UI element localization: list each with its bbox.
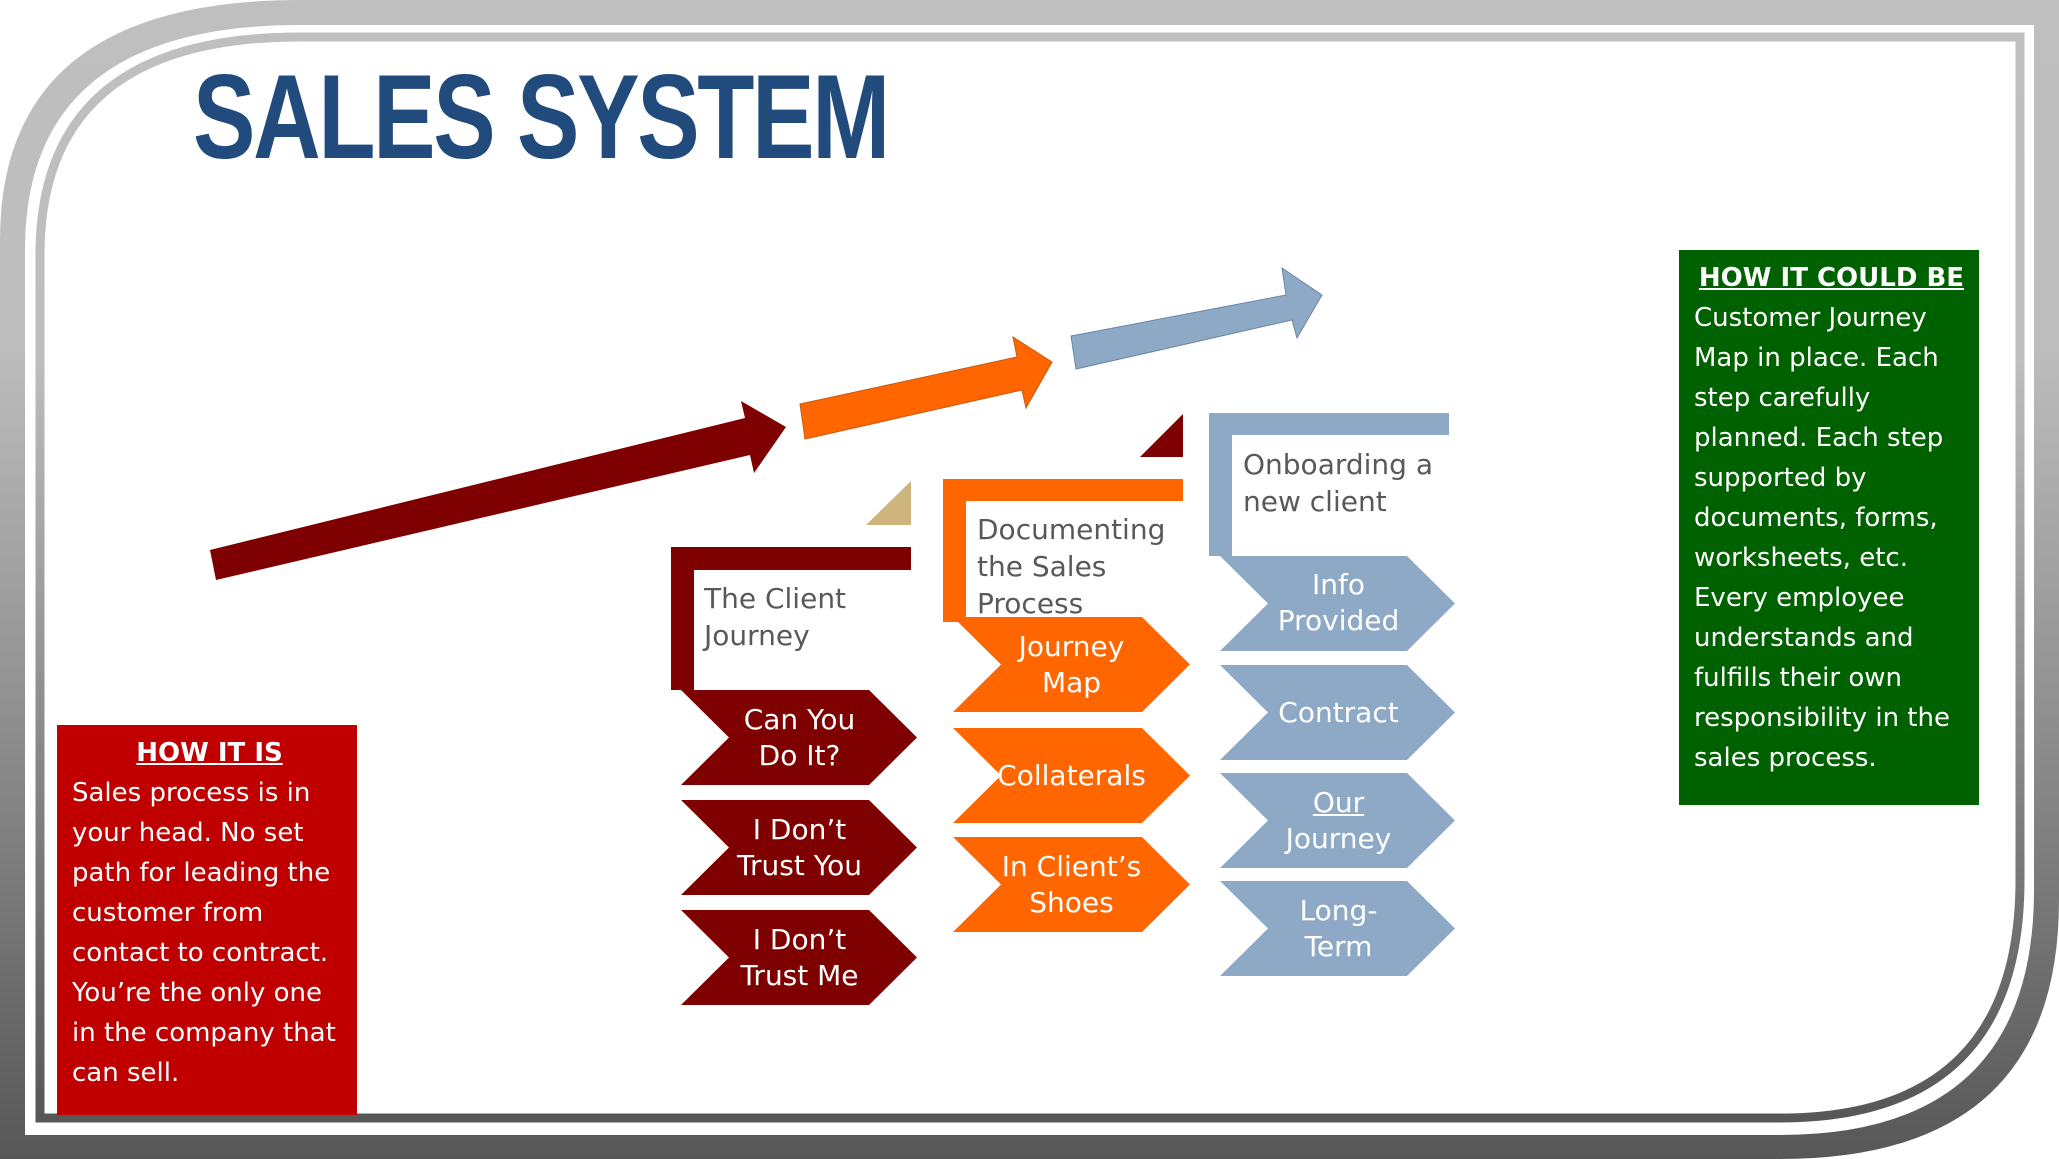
stage-1-chevron [681, 910, 917, 1005]
chevron-contract: Contract [1278, 695, 1399, 729]
chevron-our-journey: Our Journey [1251, 773, 1426, 868]
stage-1-chevron [681, 800, 917, 895]
stage-2-chevron [953, 617, 1190, 712]
chevron-info-provided: Info Provided [1277, 568, 1400, 637]
stage-3-chevron [1220, 665, 1455, 760]
stage-3-title: Onboarding a new client [1243, 448, 1433, 518]
stage-2-bracket [943, 479, 1183, 622]
chevron-collaterals: Collaterals [997, 758, 1146, 792]
stage-3-chevron [1220, 556, 1455, 651]
stage-1-bracket [671, 547, 911, 690]
stage-3-arrow [1070, 266, 1323, 370]
chevron-in-clients-shoes: In Client’s Shoes [1001, 849, 1142, 919]
stage-2-title: Documenting the Sales Process [977, 513, 1166, 620]
chevron-journey-map: Journey Map [1018, 629, 1125, 699]
stage-3-chevron [1220, 773, 1455, 868]
stage-2-chevron [953, 728, 1190, 823]
stage-2-chevron [953, 837, 1190, 932]
journey-label: Journey [1285, 821, 1392, 855]
chevron-can-you-do-it: Can You Do It? [743, 702, 856, 772]
stage-2-arrow [799, 335, 1053, 440]
how-it-could-be-heading: HOW IT COULD BE [1698, 263, 1965, 293]
stage-1-title: The Client Journey [704, 582, 847, 652]
how-it-is-heading: HOW IT IS [136, 738, 283, 768]
stage-1-chevron [681, 690, 917, 785]
stage-1-arrow [210, 401, 786, 580]
stage-3-bracket [1209, 413, 1449, 556]
chevron-long-term: Long- Term [1299, 893, 1378, 963]
chevron-i-dont-trust-me: I Don’t Trust Me [740, 922, 859, 992]
tan-corner-triangle [866, 481, 911, 525]
darkred-corner-triangle [1140, 414, 1183, 457]
our-link[interactable]: Our [1312, 785, 1365, 819]
how-it-could-be-panel: HOW IT COULD BE Customer Journey Map in … [1679, 250, 1979, 805]
how-it-is-panel: HOW IT IS Sales process is in your head.… [57, 725, 357, 1115]
chevron-i-dont-trust-you: I Don’t Trust You [737, 812, 862, 882]
page-title: SALES SYSTEM [193, 50, 890, 184]
stage-3-chevron [1220, 881, 1455, 976]
how-it-could-be-body: Customer Journey Map in place. Each step… [1694, 303, 1950, 773]
how-it-is-body: Sales process is in your head. No set pa… [72, 778, 336, 1088]
